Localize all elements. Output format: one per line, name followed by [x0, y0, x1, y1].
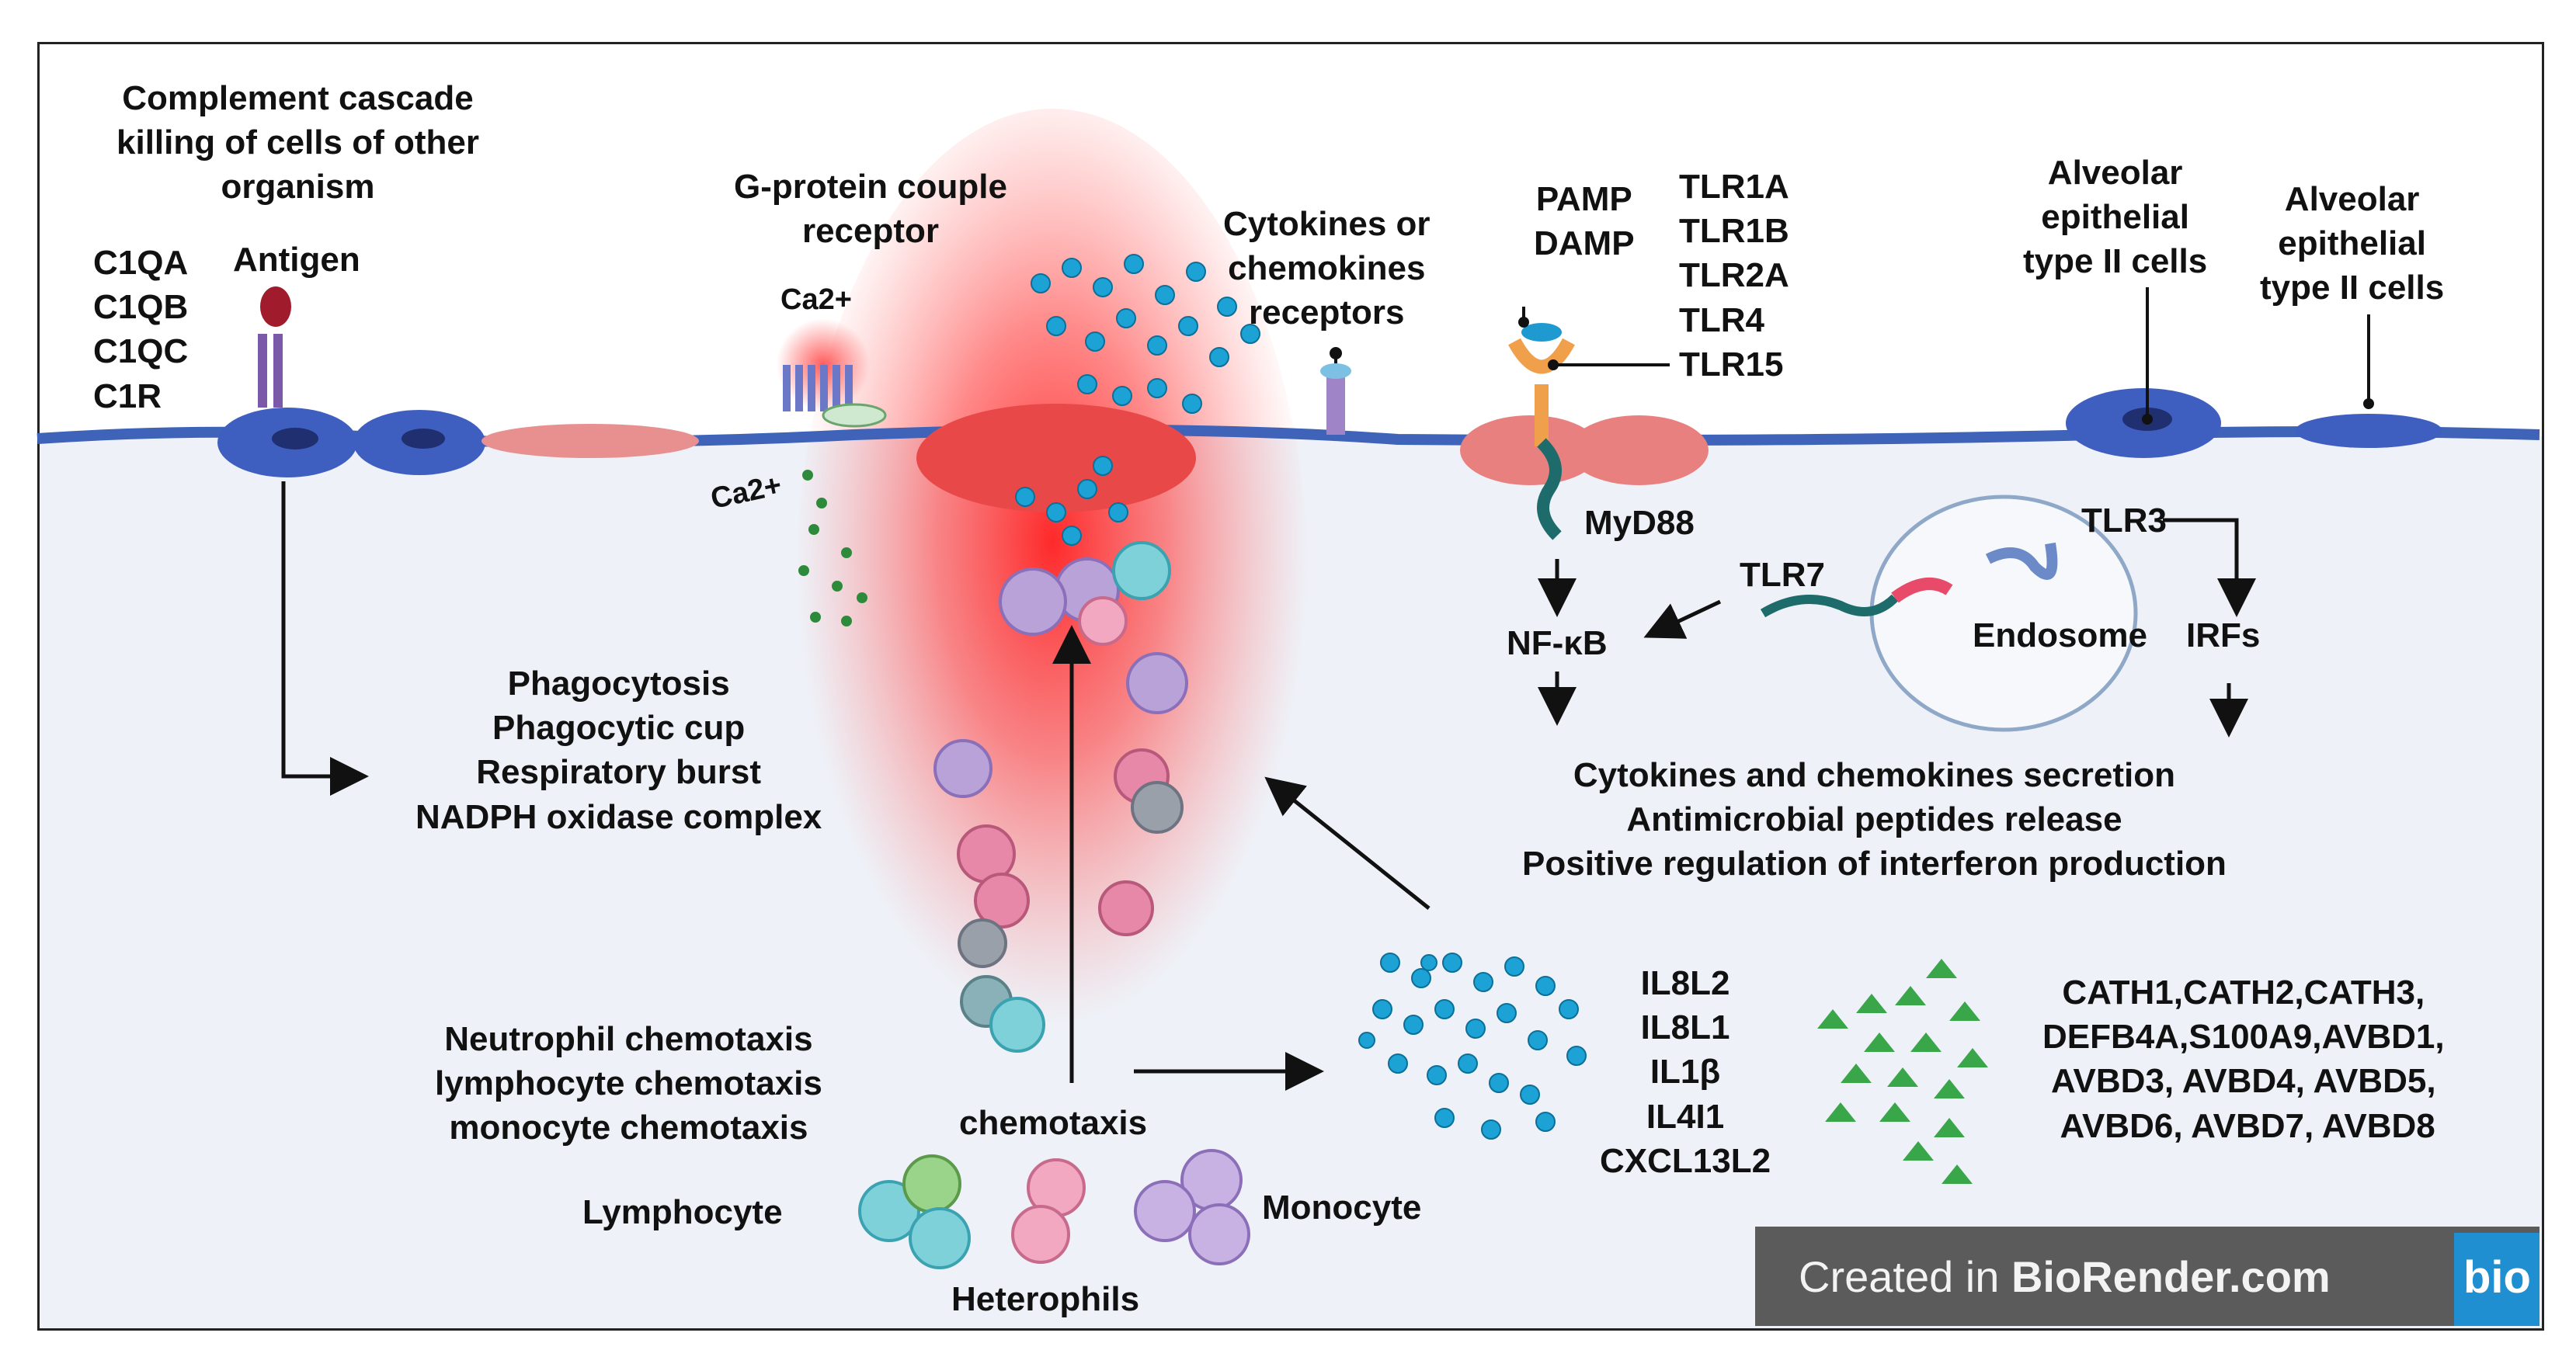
interleukin-list: IL8L2 IL8L1 IL1β IL4I1 CXCL13L2 [1600, 964, 1771, 1180]
alveolar-cell [2295, 414, 2442, 448]
epithelial-cell-nucleus [402, 429, 445, 449]
tlr7-label: TLR7 [1740, 556, 1825, 594]
complement-title: Complement cascade killing of cells of o… [116, 79, 479, 207]
cytokine-cluster [1015, 254, 1260, 546]
peptide-cluster [1817, 959, 1988, 1184]
interleukin-cluster [1358, 953, 1587, 1140]
lymphocyte-label: Lymphocyte [582, 1193, 783, 1231]
calcium-dots [798, 470, 867, 626]
immune-cells-glow [933, 541, 1188, 1053]
chemotaxis-list: Neutrophil chemotaxis lymphocyte chemota… [435, 1020, 822, 1147]
irfs-label: IRFs [2186, 616, 2261, 654]
epithelial-cell-pink [1569, 415, 1709, 485]
endosome-icon [1760, 495, 2138, 732]
arrow-interleukins-to-glow [1264, 776, 1431, 910]
phagocytosis-text: Phagocytosis Phagocytic cup Respiratory … [415, 665, 822, 836]
biorender-watermark [1755, 1227, 2539, 1326]
cytokine-receptor-icon [1320, 347, 1351, 435]
pamp-damp-label: PAMP DAMP [1534, 180, 1635, 263]
lymphocyte-cells [858, 1154, 971, 1269]
epithelial-cell-nucleus [272, 428, 318, 449]
peptide-list: CATH1,CATH2,CATH3, DEFB4A,S100A9,AVBD1, … [2042, 974, 2445, 1145]
biorender-logo [2454, 1233, 2539, 1326]
alveolar-pointer-dot [2363, 398, 2374, 409]
alveolar-label-2: Alveolar epithelial type II cells [2260, 180, 2445, 307]
gpcr-title: G-protein couple receptor [734, 168, 1007, 251]
epithelial-cell-pink [1460, 415, 1600, 485]
heterophil-cells [1011, 1158, 1086, 1264]
arrow-tlr7-to-nfkb [1643, 599, 1722, 639]
watermark-brand: BioRender.com [2011, 1252, 2331, 1301]
heterophils-label: Heterophils [951, 1280, 1140, 1318]
watermark-prefix: Created in [1799, 1252, 2011, 1301]
antigen-receptor [273, 334, 283, 408]
extracellular-space [40, 44, 2542, 436]
antigen-receptor [258, 334, 267, 408]
antigen-label: Antigen [233, 241, 360, 279]
calcium-top-label: Ca2+ [780, 283, 852, 316]
complement-protein-list: C1QA C1QB C1QC C1R [93, 244, 189, 415]
biorender-logo-text: bio [2463, 1252, 2531, 1303]
alveolar-label-1: Alveolar epithelial type II cells [2023, 154, 2208, 281]
cytokine-receptor-title: Cytokines or chemokines receptors [1223, 205, 1431, 332]
epithelial-cell-pink [481, 424, 699, 458]
diagram-frame [37, 42, 2544, 1331]
nfkb-label: NF-κB [1507, 624, 1608, 662]
arrow-tlr3-to-irfs [2163, 518, 2256, 617]
chemotaxis-label: chemotaxis [959, 1104, 1148, 1142]
epithelial-cell-pink [916, 404, 1196, 512]
antigen-icon [260, 286, 291, 327]
secretion-text: Cytokines and chemokines secretion Antim… [1522, 756, 2227, 883]
monocyte-cells [1134, 1149, 1250, 1265]
biorender-watermark-text: Created in BioRender.com [1799, 1251, 2331, 1302]
gpcr-icon [783, 365, 887, 428]
arrow-complement-to-phagocytosis [281, 481, 369, 796]
endosome-label: Endosome [1973, 616, 2147, 654]
tlr-receptor-icon [1508, 307, 1670, 540]
tlr-list: TLR1A TLR1B TLR2A TLR4 TLR15 [1679, 168, 1789, 384]
monocyte-label: Monocyte [1262, 1189, 1422, 1227]
tlr3-label: TLR3 [2081, 502, 2167, 540]
myd88-label: MyD88 [1584, 504, 1695, 542]
alveolar-pointer-dot [2142, 414, 2153, 425]
